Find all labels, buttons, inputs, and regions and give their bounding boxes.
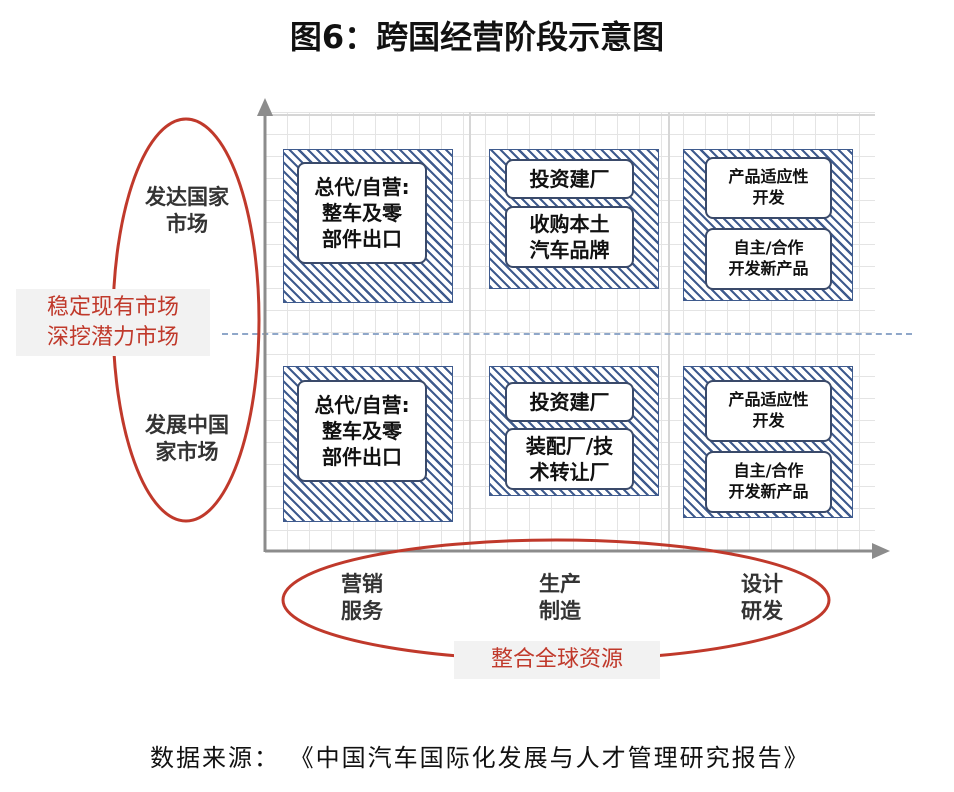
x-axis-arrow-icon bbox=[872, 543, 890, 559]
row-divider bbox=[222, 333, 912, 335]
cell-dev-design-adapt: 产品适应性 开发 bbox=[705, 157, 832, 219]
cell-dev-marketing: 总代/自营: 整车及零 部件出口 bbox=[297, 162, 427, 264]
source-note: 数据来源： 《中国汽车国际化发展与人才管理研究报告》 bbox=[150, 744, 810, 772]
column-label-marketing: 营销 服务 bbox=[341, 572, 383, 624]
cell-dvg-production-invest: 投资建厂 bbox=[505, 382, 634, 422]
column-divider bbox=[668, 112, 670, 550]
y-axis-arrow-icon bbox=[257, 98, 273, 116]
cell-dvg-design-new: 自主/合作 开发新产品 bbox=[705, 451, 832, 513]
column-divider bbox=[469, 112, 471, 550]
cell-dvg-marketing: 总代/自营: 整车及零 部件出口 bbox=[297, 380, 427, 482]
row-label-developed: 发达国家 市场 bbox=[145, 185, 229, 237]
column-label-design: 设计 研发 bbox=[741, 572, 783, 624]
left-annotation: 稳定现有市场 深挖潜力市场 bbox=[16, 289, 210, 357]
row-label-developing: 发展中国 家市场 bbox=[145, 413, 229, 465]
cell-dvg-production-assembly: 装配厂/技 术转让厂 bbox=[505, 428, 634, 490]
bottom-annotation: 整合全球资源 bbox=[454, 641, 660, 679]
cell-dvg-design-adapt: 产品适应性 开发 bbox=[705, 380, 832, 442]
column-label-production: 生产 制造 bbox=[539, 572, 581, 624]
grid-top-border bbox=[265, 114, 875, 116]
page-title: 图6：跨国经营阶段示意图 bbox=[289, 18, 665, 56]
cell-dev-production-acquire: 收购本土 汽车品牌 bbox=[505, 206, 634, 268]
cell-dev-design-new: 自主/合作 开发新产品 bbox=[705, 228, 832, 290]
cell-dev-production-invest: 投资建厂 bbox=[505, 159, 634, 199]
